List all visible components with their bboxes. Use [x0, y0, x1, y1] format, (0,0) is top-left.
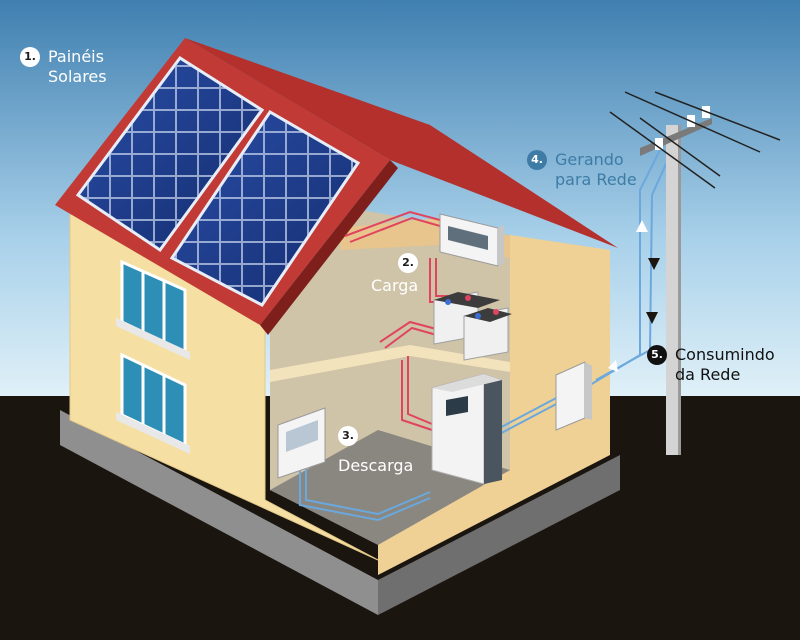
step-badge-1: 1.	[20, 47, 40, 67]
label-gerando-para-rede: 4. Gerando para Rede	[527, 150, 637, 190]
foundation	[60, 410, 378, 615]
step-badge-3: 3.	[338, 426, 358, 446]
label-descarga-text-wrap: Descarga	[338, 456, 413, 476]
label-text: Gerando para Rede	[555, 150, 637, 189]
foundation-right	[378, 455, 620, 615]
label-text: Descarga	[338, 456, 414, 475]
charge-wires	[344, 210, 454, 431]
step-badge-5: 5.	[647, 345, 667, 365]
breaker-panel-icon	[277, 407, 326, 479]
grid-meter-icon	[555, 361, 592, 431]
label-descarga: 3.	[338, 426, 358, 446]
label-text: Painéis Solares	[48, 47, 107, 86]
window-lower	[116, 352, 190, 454]
label-paineis-solares: 1. Painéis Solares	[20, 47, 107, 87]
arrow-down-icon-2	[646, 312, 658, 324]
label-carga-text-wrap: Carga	[371, 276, 418, 296]
roof-right	[185, 38, 618, 248]
right-wall	[378, 235, 610, 575]
arrow-down-icon	[648, 258, 660, 270]
label-text: Consumindo da Rede	[675, 345, 775, 384]
battery-icon	[433, 291, 512, 361]
utility-pole-icon	[609, 91, 781, 455]
meter-icon	[439, 213, 504, 267]
label-consumindo-da-rede: 5. Consumindo da Rede	[647, 345, 775, 385]
arrow-up-icon	[636, 220, 648, 232]
interior-slab	[270, 345, 510, 382]
window-upper	[116, 259, 190, 360]
label-carga: 2.	[398, 253, 418, 273]
step-badge-4: 4.	[527, 150, 547, 170]
step-badge-2: 2.	[398, 253, 418, 273]
inverter-icon	[431, 373, 502, 485]
label-text: Carga	[371, 276, 419, 295]
roof-edge	[260, 160, 398, 335]
arrow-up-icon-2	[608, 360, 618, 372]
solar-panel-icon	[75, 55, 361, 307]
